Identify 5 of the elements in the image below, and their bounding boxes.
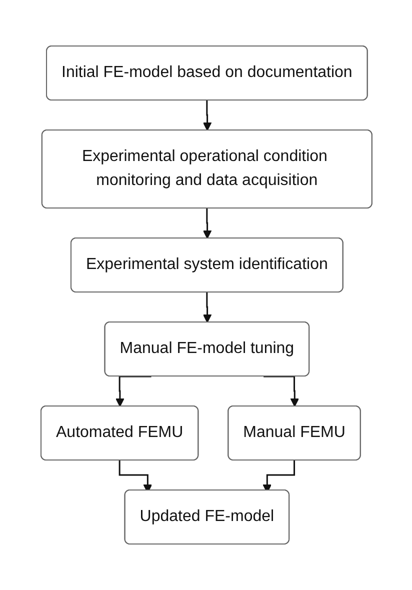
arrow	[263, 376, 299, 407]
arrow	[115, 376, 151, 407]
arrow	[202, 292, 212, 323]
arrow	[202, 100, 212, 131]
arrow	[202, 208, 212, 239]
